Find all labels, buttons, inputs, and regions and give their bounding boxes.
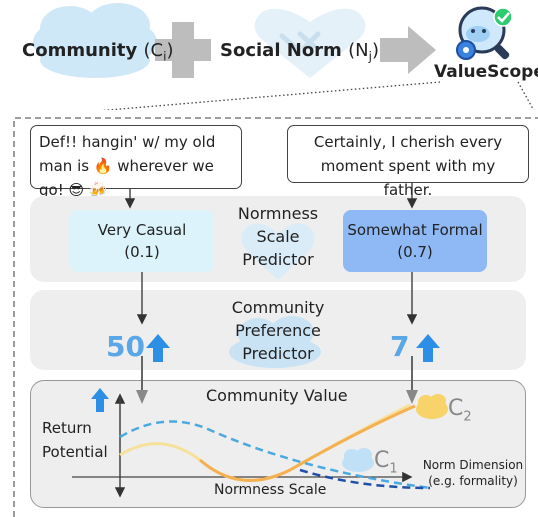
community-label: Community (Ci) <box>22 40 174 64</box>
norm-dimension-label: Norm Dimension (e.g. formality) <box>422 458 524 488</box>
up-arrow-icon-formal <box>416 334 440 362</box>
valuescope-logo-icon <box>456 6 513 60</box>
c2-label: C2 <box>448 396 472 425</box>
somewhat-formal-score: (0.7) <box>397 243 433 261</box>
up-arrow-icon-casual <box>146 334 170 362</box>
c2-cloud-icon <box>416 394 448 419</box>
plus-icon <box>155 22 211 78</box>
arrow-right-icon <box>380 26 436 74</box>
very-casual-label: Very Casual <box>97 221 187 239</box>
community-cloud-icon <box>33 3 157 78</box>
header-graphics <box>33 3 535 110</box>
community-value-panel <box>30 380 526 508</box>
formal-quote-text: Certainly, I cherish every moment spent … <box>313 133 503 199</box>
c1-cloud-icon <box>342 448 374 472</box>
normness-scale-label: Normness Scale <box>214 482 327 498</box>
casual-pointer <box>136 390 148 404</box>
return-potential-label: Return Potential <box>42 419 108 461</box>
social-norm-label: Social Norm (Nj) <box>220 40 379 64</box>
somewhat-formal-box: Somewhat Formal (0.7) <box>343 210 487 272</box>
c2-dashed-curve <box>299 468 431 490</box>
heart-icon <box>241 223 315 280</box>
community-value-title: Community Value <box>206 386 348 405</box>
formal-pointer <box>406 390 418 404</box>
normness-predictor-title: Normness Scale Predictor <box>237 204 319 269</box>
up-arrow-icon-axis <box>91 388 109 412</box>
formal-quote-box: Certainly, I cherish every moment spent … <box>287 125 529 199</box>
somewhat-formal-label: Somewhat Formal <box>347 221 483 239</box>
formal-preference-value: 7 <box>390 330 410 363</box>
casual-quote-text: Def!! hangin' w/ my old man is 🔥 whereve… <box>39 133 216 199</box>
brand-name: ValueScope <box>434 62 538 82</box>
very-casual-score: (0.1) <box>124 243 160 261</box>
c1-label: C1 <box>374 448 398 477</box>
c1-dashed-curve <box>119 420 431 490</box>
handshake-heart-icon <box>254 8 366 79</box>
preference-predictor-title: Community Preference Predictor <box>231 298 325 363</box>
very-casual-box: Very Casual (0.1) <box>70 210 214 272</box>
c2-curve <box>199 404 416 482</box>
casual-preference-value: 50 <box>106 330 145 363</box>
casual-quote-box: Def!! hangin' w/ my old man is 🔥 whereve… <box>30 125 242 199</box>
